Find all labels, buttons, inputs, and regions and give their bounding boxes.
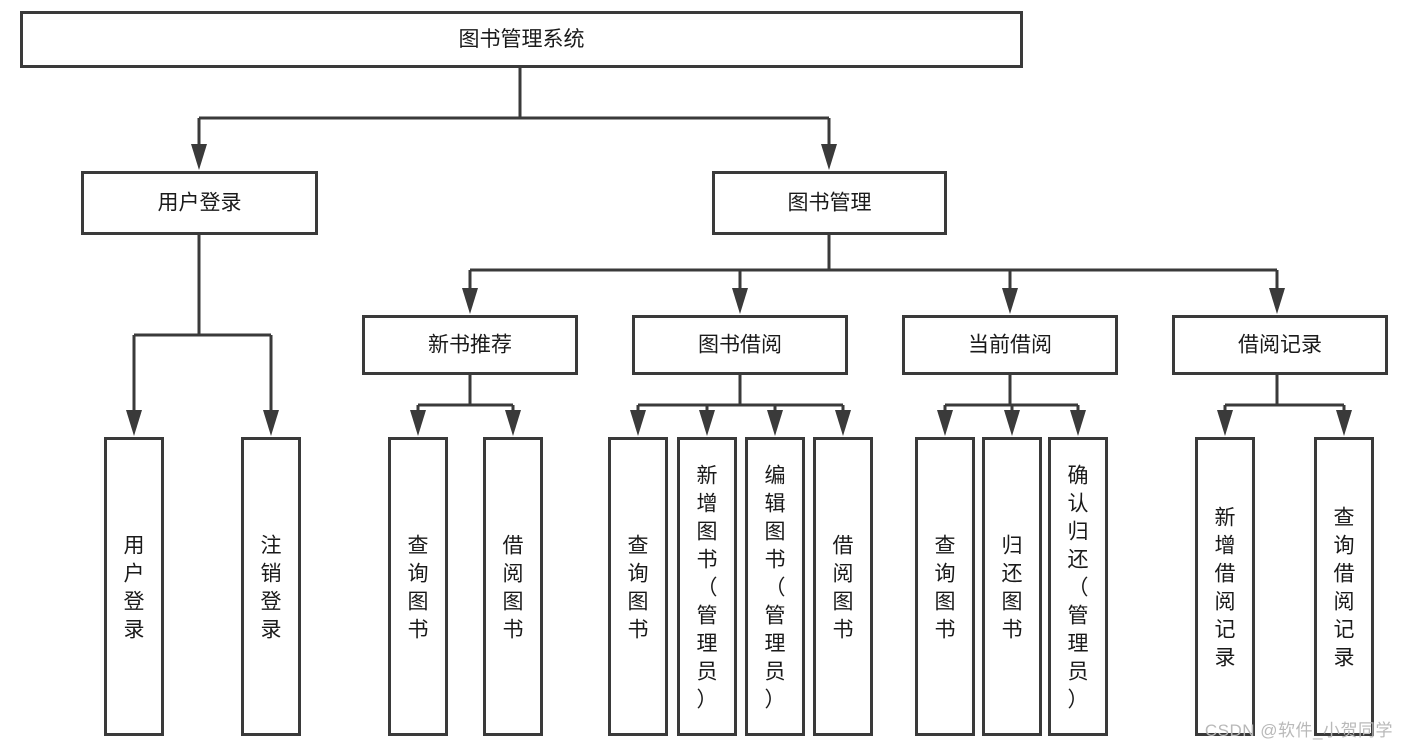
- node-box-leaf-query-book-2[interactable]: [608, 437, 668, 736]
- node-box-leaf-add-book[interactable]: [677, 437, 737, 736]
- arrow-head-leaf-borrow-book-2: [835, 410, 851, 436]
- connector-group-current-borrow: [937, 375, 1086, 436]
- node-leaf-user-login[interactable]: 用户登录: [104, 437, 164, 736]
- node-leaf-return-book[interactable]: 归还图书: [982, 437, 1042, 736]
- node-new-book-recommend[interactable]: 新书推荐: [362, 315, 578, 375]
- node-leaf-add-record[interactable]: 新增借阅记录: [1195, 437, 1255, 736]
- arrow-head-leaf-user-login: [126, 410, 142, 436]
- arrow-head-leaf-add-record: [1217, 410, 1233, 436]
- connector-group-user-login: [126, 235, 279, 436]
- node-box-borrow-record[interactable]: [1172, 315, 1388, 375]
- nodes-layer: 图书管理系统用户登录图书管理新书推荐图书借阅当前借阅借阅记录用户登录注销登录查询…: [20, 11, 1388, 736]
- arrow-head-leaf-query-book-3: [937, 410, 953, 436]
- node-box-book-borrow[interactable]: [632, 315, 848, 375]
- node-book-borrow[interactable]: 图书借阅: [632, 315, 848, 375]
- node-box-root[interactable]: [20, 11, 1023, 68]
- node-box-leaf-query-book-3[interactable]: [915, 437, 975, 736]
- node-label-book-manage: 图书管理: [788, 192, 872, 215]
- node-label-leaf-logout: 注销登录: [261, 534, 282, 641]
- node-leaf-edit-book[interactable]: 编辑图书（管理员）: [745, 437, 805, 736]
- node-label-leaf-borrow-book-1: 借阅图书: [503, 534, 524, 641]
- node-box-leaf-confirm-return[interactable]: [1048, 437, 1108, 736]
- node-box-leaf-borrow-book-1[interactable]: [483, 437, 543, 736]
- watermark-label: CSDN @软件_小贺同学: [1204, 721, 1393, 740]
- node-leaf-borrow-book-2[interactable]: 借阅图书: [813, 437, 873, 736]
- node-leaf-query-record[interactable]: 查询借阅记录: [1314, 437, 1374, 736]
- node-leaf-borrow-book-1[interactable]: 借阅图书: [483, 437, 543, 736]
- node-label-root: 图书管理系统: [459, 28, 585, 51]
- node-box-leaf-logout[interactable]: [241, 437, 301, 736]
- node-label-book-borrow: 图书借阅: [698, 334, 782, 357]
- arrow-head-book-manage: [821, 144, 837, 170]
- arrow-head-leaf-query-record: [1336, 410, 1352, 436]
- connector-group-book-borrow: [630, 375, 851, 436]
- node-label-leaf-edit-book: 编辑图书（管理员）: [765, 464, 786, 711]
- arrow-head-borrow-record: [1269, 288, 1285, 314]
- arrow-head-user-login: [191, 144, 207, 170]
- arrow-head-current-borrow: [1002, 288, 1018, 314]
- node-box-book-manage[interactable]: [712, 171, 947, 235]
- node-leaf-query-book-3[interactable]: 查询图书: [915, 437, 975, 736]
- node-label-leaf-user-login: 用户登录: [124, 534, 145, 641]
- node-box-leaf-add-record[interactable]: [1195, 437, 1255, 736]
- node-box-leaf-return-book[interactable]: [982, 437, 1042, 736]
- arrow-head-book-borrow: [732, 288, 748, 314]
- node-label-leaf-add-book: 新增图书（管理员）: [697, 464, 718, 711]
- node-box-leaf-user-login[interactable]: [104, 437, 164, 736]
- node-user-login[interactable]: 用户登录: [81, 171, 318, 235]
- arrow-head-new-book-recommend: [462, 288, 478, 314]
- arrow-head-leaf-confirm-return: [1070, 410, 1086, 436]
- node-leaf-query-book-2[interactable]: 查询图书: [608, 437, 668, 736]
- arrow-head-leaf-query-book-2: [630, 410, 646, 436]
- node-label-current-borrow: 当前借阅: [968, 334, 1052, 357]
- node-leaf-confirm-return[interactable]: 确认归还（管理员）: [1048, 437, 1108, 736]
- node-label-leaf-query-book-1: 查询图书: [408, 534, 429, 641]
- node-label-leaf-query-record: 查询借阅记录: [1334, 506, 1355, 669]
- node-label-borrow-record: 借阅记录: [1238, 334, 1322, 357]
- node-label-leaf-return-book: 归还图书: [1002, 534, 1023, 641]
- node-label-new-book-recommend: 新书推荐: [428, 334, 512, 357]
- node-label-leaf-add-record: 新增借阅记录: [1215, 506, 1236, 669]
- node-label-user-login: 用户登录: [158, 192, 242, 215]
- node-book-manage[interactable]: 图书管理: [712, 171, 947, 235]
- node-box-leaf-edit-book[interactable]: [745, 437, 805, 736]
- connector-group-book-manage: [462, 235, 1285, 314]
- node-root[interactable]: 图书管理系统: [20, 11, 1023, 68]
- arrow-head-leaf-query-book-1: [410, 410, 426, 436]
- connector-group-borrow-record: [1217, 375, 1352, 436]
- node-label-leaf-query-book-2: 查询图书: [628, 534, 649, 641]
- arrow-head-leaf-edit-book: [767, 410, 783, 436]
- node-box-leaf-query-book-1[interactable]: [388, 437, 448, 736]
- arrow-head-leaf-borrow-book-1: [505, 410, 521, 436]
- node-label-leaf-borrow-book-2: 借阅图书: [833, 534, 854, 641]
- arrow-head-leaf-logout: [263, 410, 279, 436]
- node-leaf-add-book[interactable]: 新增图书（管理员）: [677, 437, 737, 736]
- connector-group-new-book-recommend: [410, 375, 521, 436]
- node-box-leaf-borrow-book-2[interactable]: [813, 437, 873, 736]
- node-leaf-logout[interactable]: 注销登录: [241, 437, 301, 736]
- arrow-head-leaf-add-book: [699, 410, 715, 436]
- node-label-leaf-confirm-return: 确认归还（管理员）: [1068, 464, 1089, 711]
- arrow-head-leaf-return-book: [1004, 410, 1020, 436]
- node-box-user-login[interactable]: [81, 171, 318, 235]
- node-box-new-book-recommend[interactable]: [362, 315, 578, 375]
- connector-group-root: [191, 68, 837, 170]
- connectors-layer: [126, 68, 1352, 436]
- node-label-leaf-query-book-3: 查询图书: [935, 534, 956, 641]
- node-borrow-record[interactable]: 借阅记录: [1172, 315, 1388, 375]
- node-leaf-query-book-1[interactable]: 查询图书: [388, 437, 448, 736]
- node-box-leaf-query-record[interactable]: [1314, 437, 1374, 736]
- node-current-borrow[interactable]: 当前借阅: [902, 315, 1118, 375]
- node-box-current-borrow[interactable]: [902, 315, 1118, 375]
